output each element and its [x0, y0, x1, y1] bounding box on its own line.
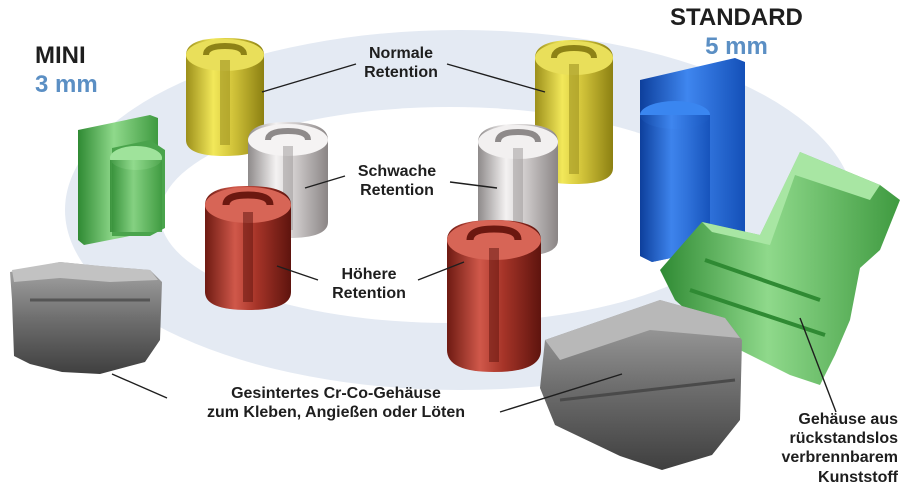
label-metal-housing: Gesintertes Cr-Co-Gehäuse zum Kleben, An…: [206, 385, 466, 422]
mini-green-housing: [78, 115, 165, 245]
mini-title: MINI: [35, 42, 86, 69]
label-weak-retention: Schwache Retention: [357, 163, 437, 200]
mini-metal-housing: [10, 262, 162, 374]
red-standard-clip: [447, 220, 541, 372]
label-plastic-housing: Gehäuse aus rückstandslos verbrennbarem …: [781, 411, 899, 486]
yellow-mini-clip: [186, 38, 264, 156]
standard-heading: STANDARD 5 mm: [670, 4, 803, 62]
mini-heading: MINI 3 mm: [35, 42, 98, 100]
red-mini-clip: [205, 186, 291, 310]
mini-size: 3 mm: [35, 70, 98, 98]
label-high-retention: Höhere Retention: [332, 266, 406, 303]
callout-lines: [111, 63, 837, 413]
standard-size: 5 mm: [705, 32, 768, 60]
standard-title: STANDARD: [670, 4, 803, 31]
blue-standard-housing: [640, 58, 745, 262]
standard-metal-housing: [540, 300, 742, 470]
label-normal-retention: Normale Retention: [364, 45, 438, 82]
